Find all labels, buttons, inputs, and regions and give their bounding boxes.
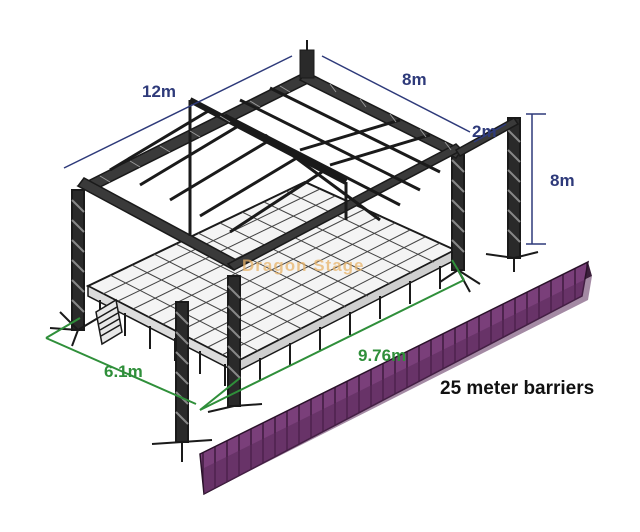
dimension-label-roof-depth: 8m xyxy=(402,70,427,89)
dimension-lines-green xyxy=(45,259,465,411)
tower-left xyxy=(49,189,99,347)
dimension-label-tower-height: 8m xyxy=(550,171,575,190)
dimension-label-roof-width: 12m xyxy=(142,82,177,101)
tower-front-1 xyxy=(151,301,213,462)
barrier-wall xyxy=(199,260,592,496)
roof-truss xyxy=(76,40,520,271)
truss-towers xyxy=(49,117,539,462)
barrier-caption: 25 meter barriers xyxy=(440,378,595,399)
dimension-label-stage-depth: 6.1m xyxy=(104,362,143,381)
dimension-label-overhang: 2m xyxy=(472,122,497,141)
tower-front-2 xyxy=(207,275,263,413)
watermark-text: Dragon Stage xyxy=(242,256,365,275)
tower-back-right xyxy=(439,149,481,293)
dimension-lines-navy xyxy=(63,55,546,245)
dimension-label-stage-width: 9.76m xyxy=(358,346,407,365)
